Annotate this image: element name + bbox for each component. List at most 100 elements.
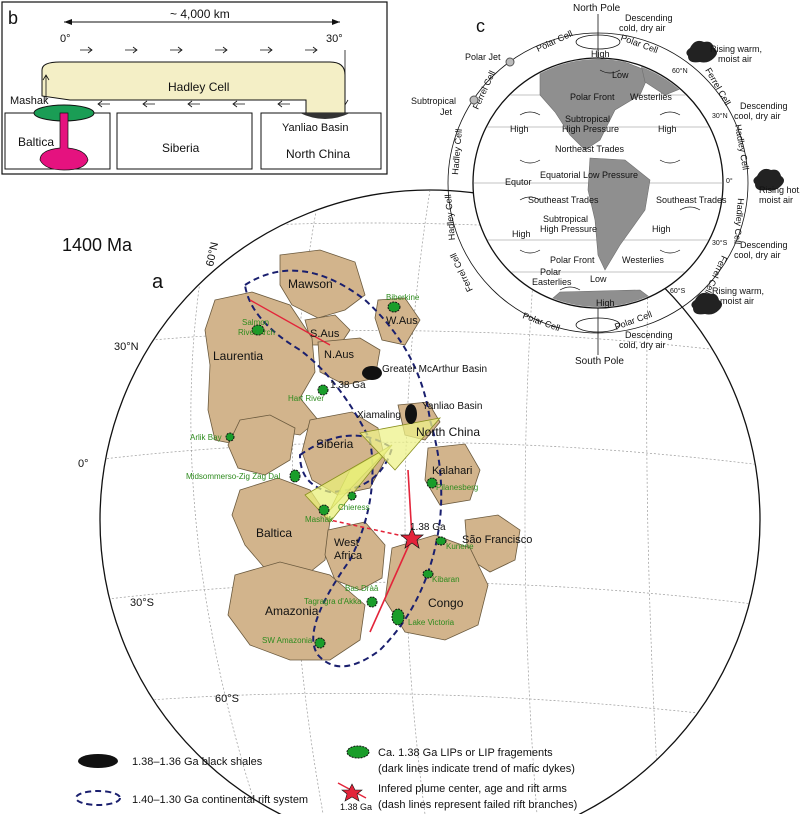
lip-bas-draa: [366, 596, 378, 608]
craton-mawson: [279, 249, 366, 319]
belt-se-trades-right: Southeast Trades: [656, 195, 727, 205]
lip-label-sw-amazonia: SW Amazonia: [262, 636, 313, 645]
ring-30n: 30°N: [712, 112, 728, 120]
rift-system-loop: [243, 269, 443, 668]
lip-kunene: [435, 536, 447, 546]
lat-30: 30°: [326, 33, 343, 45]
legend: 1.38–1.36 Ga black shales 1.40–1.30 Ga c…: [75, 745, 577, 812]
lip-lake-victoria: [391, 608, 405, 626]
mantle-plume: [39, 112, 89, 171]
wind-arrows: [519, 69, 701, 291]
label-siberia: Siberia: [316, 437, 354, 451]
lip-sw-amazonia: [314, 637, 326, 649]
legend-lips-1: Ca. 1.38 Ga LIPs or LIP fragements: [378, 747, 553, 759]
lip-markers: [225, 301, 447, 649]
label-amazonia: Amazonia: [265, 604, 319, 618]
cell-ring-outer: [447, 32, 749, 334]
label-greater-mcarthur: Greater McArthur Basin: [382, 364, 487, 375]
rift-arm-north: [407, 469, 413, 539]
panel-b: b ~ 4,000 km 0° 30° Hadley Cell: [1, 1, 388, 175]
belt-se-trades-left: Southeast Trades: [528, 195, 599, 205]
lip-label-biberkine: Biberkine: [386, 293, 420, 302]
legend-shales: 1.38–1.36 Ga black shales: [132, 756, 263, 768]
block-label-north-china: North China: [286, 147, 350, 161]
lip-label-bas-draa: Bas Dràâ: [345, 584, 379, 593]
loop-north: [575, 34, 621, 50]
hadley-cell-label: Hadley Cell: [168, 80, 229, 94]
distance-label: ~ 4,000 km: [170, 7, 230, 21]
shale-greater-mcarthur: [362, 366, 382, 380]
lip-label-pilanesberg: Pilanesberg: [436, 483, 478, 492]
south-pole-label: South Pole: [575, 356, 624, 367]
legend-plume-1: Infered plume center, age and rift arms: [378, 783, 567, 795]
belt-low-top: Low: [612, 70, 629, 80]
label-north-china: North China: [416, 425, 480, 439]
belt-westerlies-top: Westerlies: [630, 92, 672, 102]
age-marker-laurentia: 1.38 Ga: [330, 380, 366, 391]
label-mawson: Mawson: [288, 277, 333, 291]
label-kalahari: Kalahari: [432, 465, 472, 477]
belt-westerlies-bottom: Westerlies: [622, 255, 664, 265]
legend-plume-2: (dash lines represent failed rift branch…: [378, 799, 577, 811]
lip-label-kibaran: Kibaran: [432, 575, 460, 584]
craton-laurentia: [204, 291, 319, 446]
ring-0: 0°: [726, 177, 733, 185]
distance-arrow-right: [332, 19, 340, 25]
legend-lip-symbol: [346, 745, 370, 759]
craton-greenland: [227, 414, 296, 476]
craton-amazonia: [227, 561, 366, 661]
land-south-america: [587, 157, 651, 271]
lip-pilanesberg: [426, 477, 438, 489]
craton-w-aus: [374, 297, 421, 346]
label-sao-francisco: São Francisco: [462, 534, 532, 546]
label-congo: Congo: [428, 596, 464, 610]
cloud-icon-s: [691, 292, 722, 315]
cell-polar-ne: Polar Cell: [619, 32, 659, 55]
belt-high-bottom: High: [596, 298, 615, 308]
lip-label-chieress: Chieress: [338, 503, 370, 512]
craton-baltica: [231, 477, 331, 581]
lat-label-60n: 60°N: [204, 241, 221, 268]
belt-labels: High Low Polar Front Westerlies High Sub…: [505, 49, 727, 308]
label-w-aus: W.Aus: [386, 315, 418, 327]
label-yanliao: Yanliao Basin: [422, 401, 482, 412]
label-xiamaling: Xiamaling: [357, 410, 401, 421]
distance-arrow-left: [64, 19, 72, 25]
yellow-fan-3: [359, 417, 442, 471]
yanliao-basin-shape: [300, 113, 350, 119]
lip-label-mashak: Mashak: [305, 515, 334, 524]
panel-a-letter: a: [152, 271, 164, 293]
lip-label-arlik-bay: Arlik Bay: [190, 433, 222, 442]
legend-plume-star: [341, 783, 363, 802]
panel-c: c North Pole South Pole High Low Polar F…: [411, 3, 800, 367]
cell-ferrel-nw: Ferrel Cell: [471, 69, 498, 111]
legend-shale-symbol: [78, 754, 118, 768]
air-rising-warm-n: Rising warm,moist air: [710, 44, 762, 64]
age-title: 1400 Ma: [62, 235, 133, 255]
lat-label-30n: 30°N: [114, 341, 139, 353]
panel-a: 60°N 30°N 0° 30°S 60°S 1400 Ma a: [62, 189, 761, 814]
polar-jet-dot: [505, 57, 515, 67]
plume-star: [400, 527, 424, 549]
block-siberia: [116, 112, 253, 170]
lat-label-30s: 30°S: [130, 597, 154, 609]
belt-ne-trades: Northeast Trades: [555, 144, 625, 154]
rift-arm-south: [369, 537, 413, 633]
label-laurentia: Laurentia: [213, 349, 263, 363]
legend-lips-2: (dark lines indicate trend of mafic dyke…: [378, 763, 575, 775]
yanliao-label: Yanliao Basin: [282, 122, 348, 134]
belt-high-se: High: [652, 224, 671, 234]
belt-high-top: High: [591, 49, 610, 59]
belt-eq-low: Equatorial Low Pressure: [540, 170, 638, 180]
panel-b-letter: b: [8, 8, 18, 28]
lat-0: 0°: [60, 33, 71, 45]
belt-polar-front-top: Polar Front: [570, 92, 615, 102]
belt-high-left: High: [510, 124, 529, 134]
